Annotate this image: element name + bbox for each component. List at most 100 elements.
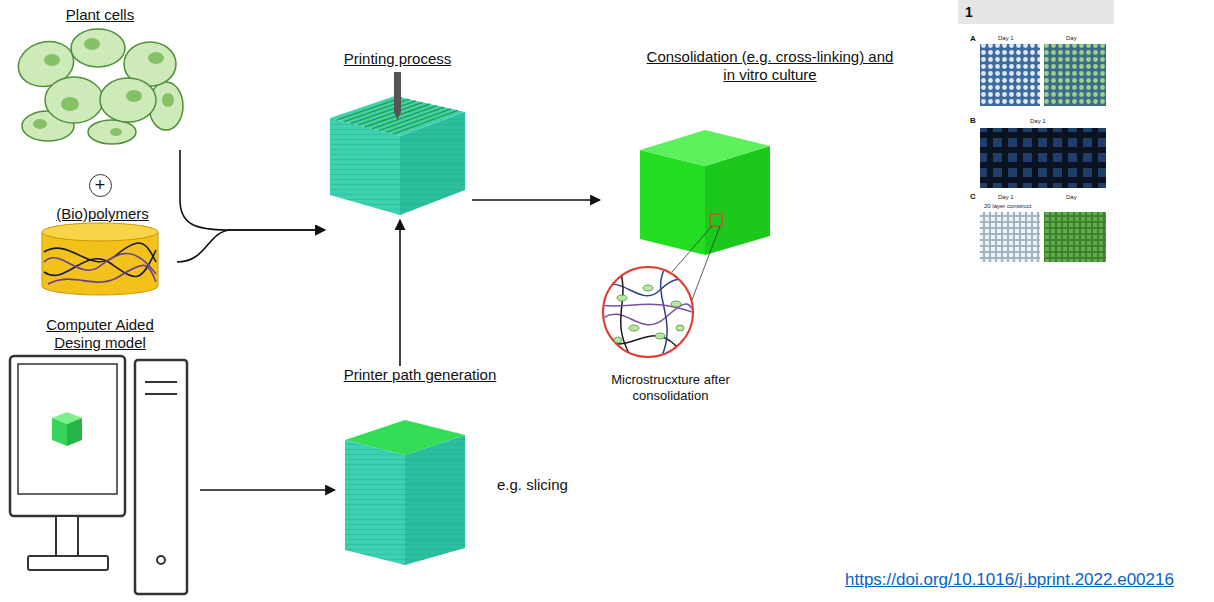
plant-cells-illustration [13, 29, 183, 144]
figure-panels [980, 212, 1040, 262]
figure-panels [980, 44, 1040, 106]
figure-panels [958, 0, 1114, 262]
day-label: Day [1066, 194, 1077, 201]
panel-letter: A [970, 34, 976, 44]
figure-panels [1044, 44, 1106, 106]
microstructure-zoom [600, 304, 700, 330]
computer-illustration [28, 556, 108, 570]
biopolymer-cylinder [44, 250, 156, 276]
sliced-model-cube [345, 440, 405, 565]
sliced-model-cube [405, 435, 465, 565]
doi-link: https://doi.org/10.1016/j.bprint.2022.e0… [845, 570, 1174, 590]
sliced-model-cube [345, 420, 465, 565]
printing-cube [394, 112, 401, 120]
figure-panels [980, 128, 1106, 188]
text-slot: Day 1 [998, 35, 1014, 42]
figure-panels [980, 44, 1040, 106]
microstructure-zoom [617, 295, 627, 301]
figure-number: 1 [965, 4, 973, 21]
text-slot: e.g. slicing [497, 476, 577, 494]
plant-cells-node: Plant cells [10, 4, 192, 150]
cell-nucleus [148, 52, 164, 64]
printing-cube [386, 109, 451, 133]
day-label: Day 1 [998, 194, 1014, 201]
panel-letter: B [970, 116, 976, 126]
stage-heading: (Bio)polymers [30, 205, 175, 223]
cell-nucleus [61, 97, 79, 111]
text-slot: Printing process [325, 50, 470, 68]
cell-nucleus [162, 93, 174, 107]
cell-nucleus [126, 90, 142, 102]
consolidated-cube [692, 226, 720, 300]
consolidated-cube [640, 150, 705, 255]
biopolymer-cylinder [42, 223, 158, 241]
sliced-model-cube [405, 435, 465, 565]
microstructure-zoom [603, 267, 693, 357]
text-slot: B [970, 116, 976, 126]
biopolymer-cylinder [48, 265, 156, 284]
microstructure-zoom [629, 325, 639, 331]
microstructure-zoom [600, 279, 700, 300]
figure-panels [958, 0, 1114, 24]
printer-path-node: Printer path generation e.g. slicing [335, 366, 580, 570]
plant-cells-illustration [45, 77, 103, 123]
day-label: Day 1 [1030, 118, 1046, 125]
computer-illustration [135, 360, 187, 594]
cell-nucleus [84, 38, 100, 50]
consolidated-cube [710, 214, 722, 226]
plus-sign: + [90, 175, 110, 195]
microstructure-zoom [600, 267, 700, 360]
figure-panels [980, 128, 1106, 188]
text-slot: Day [1066, 35, 1077, 42]
consolidated-cube [640, 130, 770, 166]
stage-heading: Computer Aided Desing model [25, 316, 175, 352]
figure-panels [1044, 44, 1106, 106]
day-label: Day 1 [998, 35, 1014, 42]
stage-heading: Printing process [325, 50, 470, 68]
text-slot: Day 1 [1030, 118, 1046, 125]
sliced-model-cube [345, 440, 405, 565]
cell-nucleus [44, 54, 60, 66]
microstructure-zoom [600, 304, 700, 315]
text-slot: Printer path generation [335, 366, 505, 384]
microstructure-node: Microstrucxture after consolidation [588, 262, 753, 408]
microstructure-zoom [660, 268, 667, 360]
day-label: Day [1066, 35, 1077, 42]
cell-nucleus [110, 128, 122, 136]
computer-illustration [157, 556, 165, 564]
computer-illustration [145, 381, 177, 383]
stage-heading: Plant cells [10, 6, 190, 24]
text-slot: 20 layer construct [984, 203, 1031, 210]
text-slot: Microstrucxture after consolidation [598, 372, 743, 403]
biopolymers-node: (Bio)polymers [30, 204, 177, 296]
sliced-model-cube [345, 420, 465, 455]
microstructure-zoom [600, 268, 700, 360]
biopolymer-cylinder [42, 223, 158, 295]
flow-arrow [180, 150, 325, 230]
zoom-caption: Microstrucxture after consolidation [598, 372, 743, 403]
computer-illustration [56, 516, 78, 556]
biopolymer-cylinder [44, 253, 156, 274]
text-slot: (Bio)polymers [30, 205, 175, 223]
screen-cube-icon [52, 418, 67, 446]
text-slot: Computer Aided Desing model [25, 316, 175, 352]
computer-illustration [18, 364, 117, 494]
plant-cells-illustration [88, 120, 136, 144]
text-slot: A [970, 34, 976, 44]
text-slot: 1 [965, 4, 973, 21]
microstructure-zoom [655, 333, 665, 339]
text-slot: https://doi.org/10.1016/j.bprint.2022.e0… [845, 570, 1174, 590]
microstructure-zoom [605, 336, 700, 358]
flow-arrow [177, 230, 325, 262]
flow-arrow [399, 220, 401, 366]
figure-panels [1044, 212, 1106, 262]
cell-nucleus [33, 38, 174, 136]
text-slot: Plant cells [10, 6, 190, 24]
cell-nucleus [33, 119, 47, 129]
flow-arrow [200, 489, 335, 491]
consolidated-cube [672, 226, 712, 272]
printing-process-node: Printing process [325, 50, 472, 220]
